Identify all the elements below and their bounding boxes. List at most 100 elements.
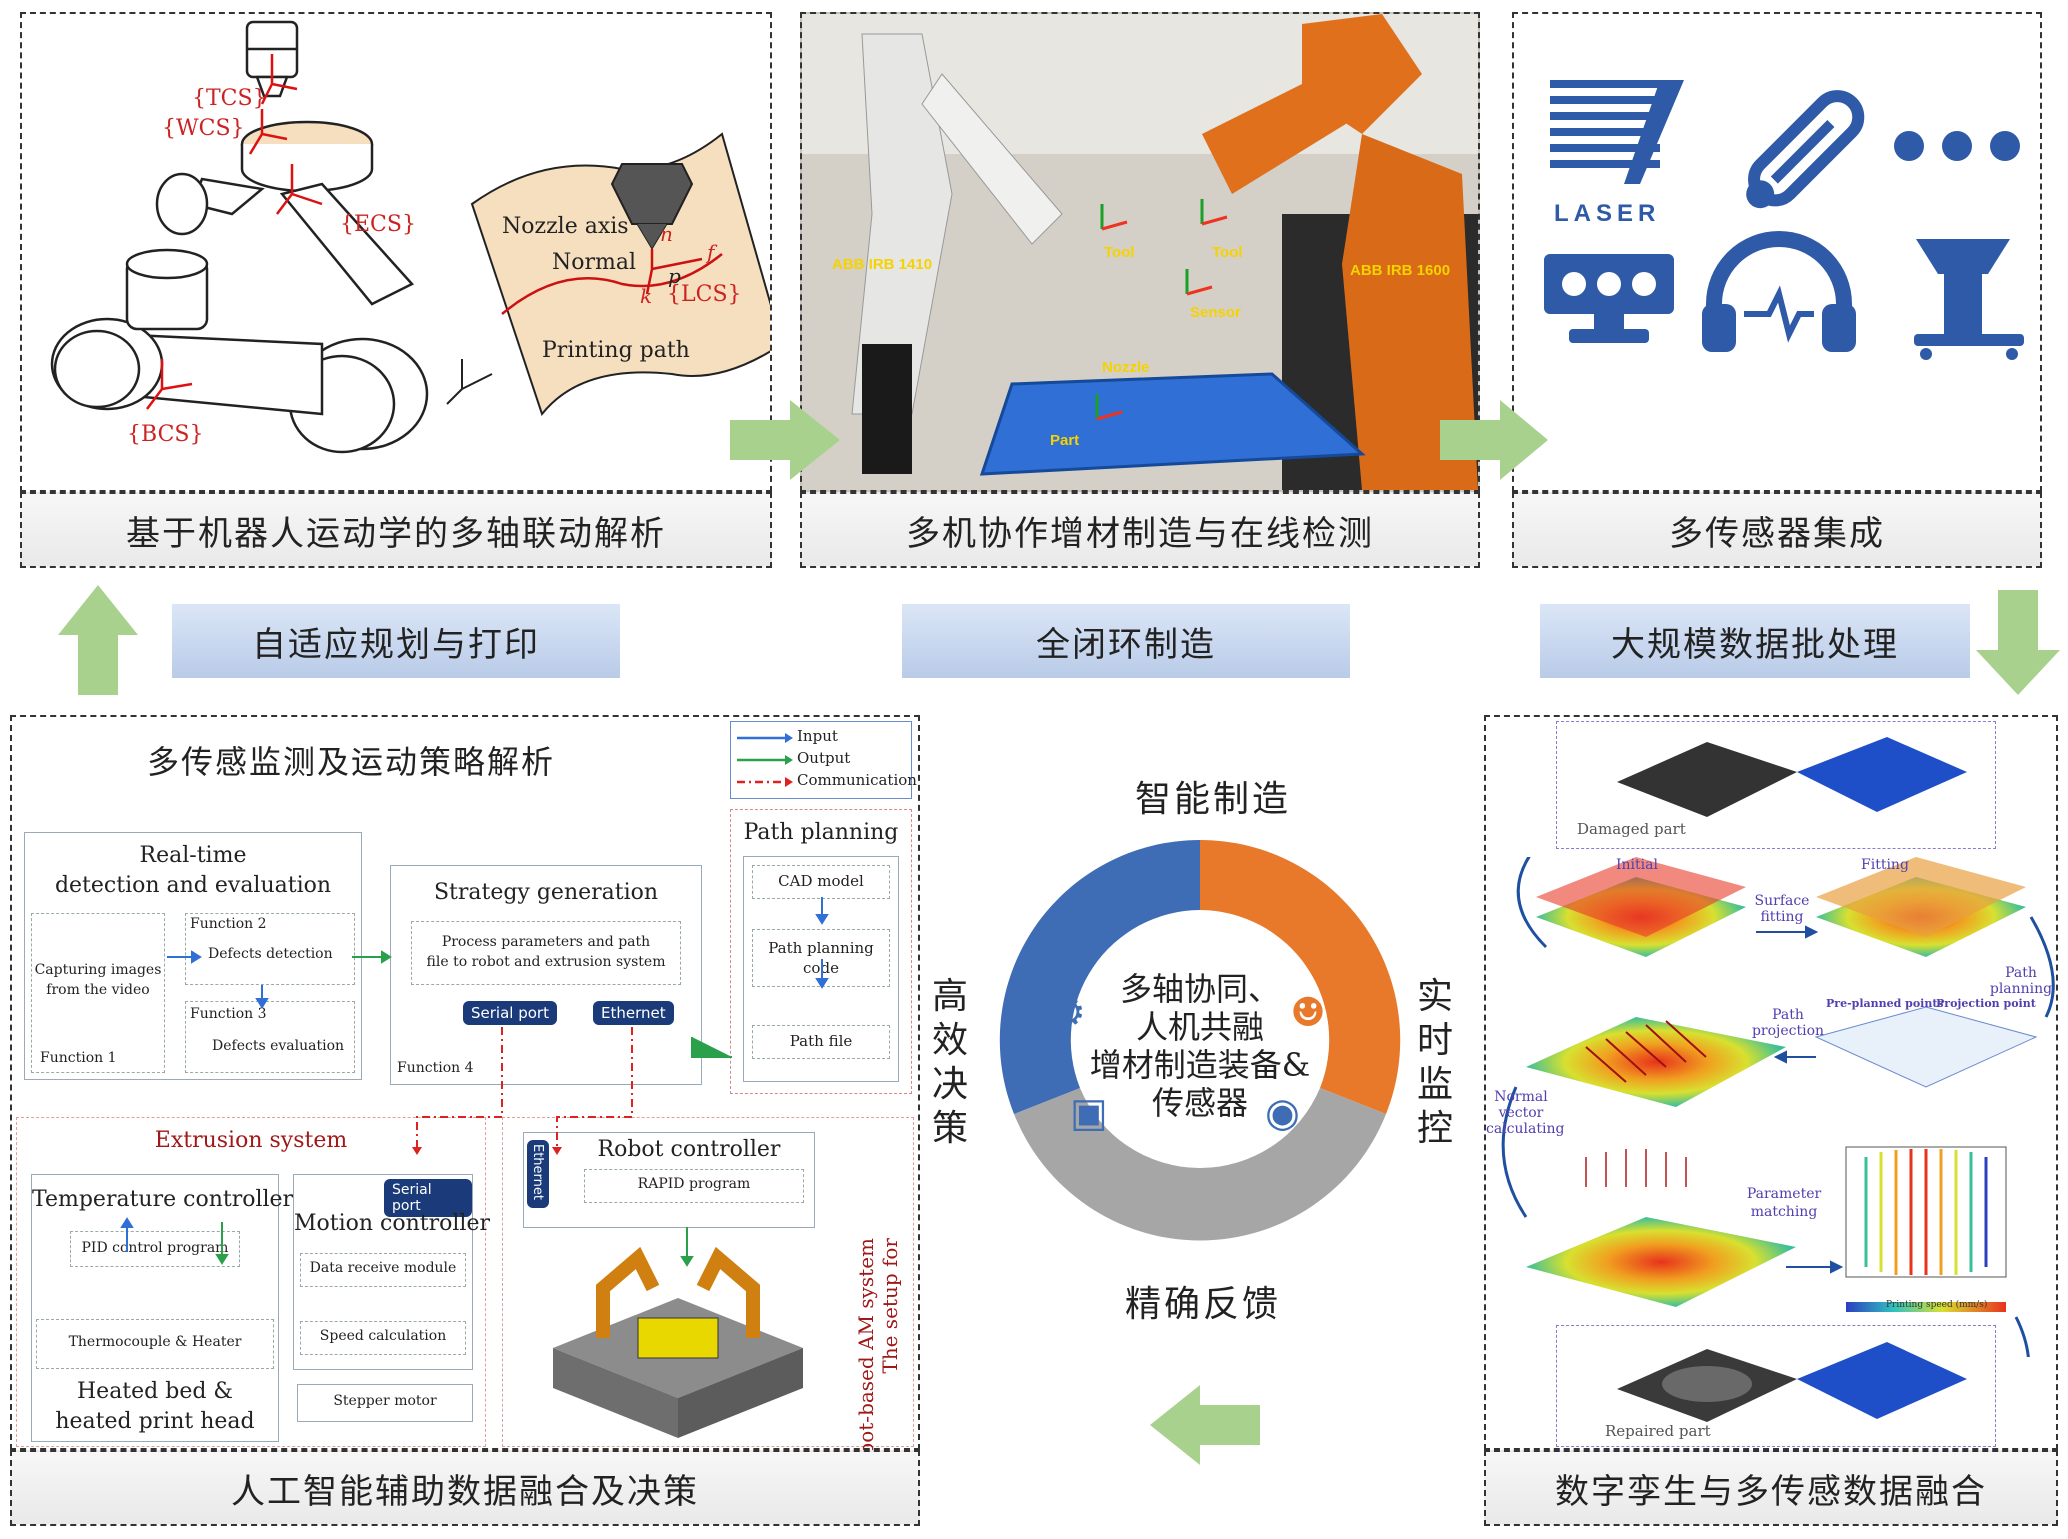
strategy-title: Strategy generation <box>433 880 659 905</box>
nozzle-axis-label: Nozzle axis <box>502 214 629 239</box>
collab-panel: ABB IRB 1410 ABB IRB 1600 Tool Tool Sens… <box>800 12 1480 492</box>
kinematics-caption: 基于机器人运动学的多轴联动解析 <box>20 492 772 568</box>
ecs-label: {ECS} <box>340 212 416 237</box>
path-file: Path file <box>789 1032 853 1050</box>
tool2-label: Tool <box>1212 244 1243 261</box>
normal-vector-1: Normal <box>1494 1089 1548 1105</box>
function3-label: Function 3 <box>190 1006 267 1022</box>
path-planning-box: Path planning CAD model Path planning co… <box>730 809 912 1094</box>
ai-caption: 人工智能辅助数据融合及决策 <box>10 1450 920 1526</box>
data-receive: Data receive module <box>309 1260 457 1276</box>
fitting-label: Fitting <box>1861 857 1909 873</box>
heated-2: heated print head <box>55 1409 255 1434</box>
strategy-box: Strategy generation Process parameters a… <box>390 865 702 1085</box>
rapid-box: RAPID program <box>584 1169 804 1203</box>
function1-box: Capturing images from the video Function… <box>31 913 165 1073</box>
initial-label: Initial <box>1616 857 1658 873</box>
center-line-2: 人机共融 <box>1135 1008 1264 1046</box>
banner-adaptive: 自适应规划与打印 <box>172 604 620 678</box>
surface-fitting: Surface fitting <box>1742 893 1822 925</box>
temperature-title: Temperature controller <box>32 1187 294 1212</box>
path-code-box: Path planning code <box>752 929 890 987</box>
damaged-box: Damaged part <box>1556 721 1996 849</box>
speed-calc: Speed calculation <box>319 1328 447 1344</box>
path-planning-title: Path planning <box>743 820 899 845</box>
rapid-text: RAPID program <box>637 1176 751 1192</box>
param-2: matching <box>1750 1204 1818 1220</box>
normal-vector: Normal vector calculating <box>1486 1089 1565 1137</box>
path-projection: Path projection <box>1748 1007 1828 1039</box>
sensor-label: Sensor <box>1190 304 1241 321</box>
defects-evaluation: Defects evaluation <box>212 1038 345 1054</box>
heated-text: Heated bed & heated print head <box>32 1377 278 1437</box>
part-label: Part <box>1050 432 1080 449</box>
realtime-title-1: Real-time <box>139 843 247 868</box>
serial-port-chip: Serial port <box>463 1001 557 1025</box>
ai-panel-title: 多传感监测及运动策略解析 <box>147 743 556 781</box>
strategy-text-1: Process parameters and path <box>441 934 651 950</box>
capturing-text: Capturing images from the video <box>32 960 164 1000</box>
nozzle-label: Nozzle <box>1102 359 1150 376</box>
robot-photo <box>802 14 1478 490</box>
function3-box: Function 3 Defects evaluation <box>185 1001 355 1073</box>
stepper-text: Stepper motor <box>333 1393 437 1409</box>
banner-closed-loop: 全闭环制造 <box>902 604 1350 678</box>
ai-panel-arrows <box>120 897 829 1267</box>
path-code-1: Path planning <box>768 939 874 957</box>
heated-1: Heated bed & <box>76 1379 234 1404</box>
robot-arm-icon: ⚙ <box>1050 990 1086 1036</box>
pid-text: PID control program <box>81 1240 229 1256</box>
path-projection-1: Path <box>1772 1007 1804 1023</box>
defects-detection: Defects detection <box>208 946 333 962</box>
stepper-box: Stepper motor <box>297 1384 473 1422</box>
k-label: k <box>640 284 653 308</box>
legend-communication: Communication <box>797 771 917 789</box>
3d-eye-icon: ◉ <box>1265 1090 1300 1136</box>
path-code-2: code <box>803 959 839 977</box>
center-text: 多轴协同、 人机共融 增材制造装备& 传感器 <box>1080 970 1320 1122</box>
strategy-text-2: file to robot and extrusion system <box>426 954 666 970</box>
normal-vector-3: calculating <box>1486 1121 1565 1137</box>
sensors-caption: 多传感器集成 <box>1512 492 2042 568</box>
wcs-label: {WCS} <box>162 116 245 141</box>
center-line-3: 增材制造装备& <box>1089 1046 1311 1084</box>
robot-kinematics-diagram <box>50 20 770 454</box>
robot-system-box: Robot controller RAPID program Ethernet … <box>502 1117 914 1477</box>
robot-controller-box: Robot controller RAPID program <box>523 1132 815 1228</box>
banner-batch: 大规模数据批处理 <box>1540 604 1970 678</box>
extrusion-title: Extrusion system <box>154 1128 348 1153</box>
ethernet-chip: Ethernet <box>593 1001 674 1025</box>
motion-title: Motion controller <box>294 1211 491 1236</box>
path-projection-2: projection <box>1751 1023 1825 1039</box>
repaired-box: Repaired part <box>1556 1325 1996 1447</box>
laser-label: LASER <box>1554 200 1661 227</box>
twin-process-figures <box>1501 857 2055 1357</box>
damaged-label: Damaged part <box>1577 820 1686 838</box>
tcs-label: {TCS} <box>192 86 267 111</box>
robot-cell-illustration <box>553 1246 803 1438</box>
center-donut <box>999 839 1401 1241</box>
donut-gray <box>1014 1088 1386 1241</box>
normal-vector-2: vector <box>1498 1105 1544 1121</box>
donut-blue <box>999 839 1200 1114</box>
printing-speed-label: Printing speed (mm/s) <box>1886 1300 1988 1310</box>
path-planning-twin-1: Path <box>2005 965 2037 981</box>
legend-input: Input <box>797 727 838 745</box>
center-right-label: 实时监控 <box>1416 976 1453 1149</box>
kinematics-panel: {TCS} {WCS} {ECS} {BCS} Nozzle axis Norm… <box>20 12 772 492</box>
path-planning-inner: CAD model Path planning code Path file <box>743 856 899 1082</box>
legend-output: Output <box>797 749 851 767</box>
left-robot-label: ABB IRB 1410 <box>832 256 933 273</box>
path-file-box: Path file <box>752 1025 890 1059</box>
sensors-panel: LASER <box>1512 12 2042 492</box>
parameter-matching: Parameter matching <box>1736 1185 1832 1221</box>
center-top-label: 智能制造 <box>1135 779 1292 820</box>
p-label: p <box>668 264 681 288</box>
tool1-label: Tool <box>1104 244 1135 261</box>
path-planning-twin: Path planning <box>1986 965 2056 997</box>
strategy-text-box: Process parameters and path file to robo… <box>411 921 681 985</box>
strategy-text: Process parameters and path file to robo… <box>412 932 680 972</box>
surface-fitting-1: Surface <box>1754 893 1810 909</box>
ethernet-vertical-chip: Ethernet <box>527 1140 549 1208</box>
